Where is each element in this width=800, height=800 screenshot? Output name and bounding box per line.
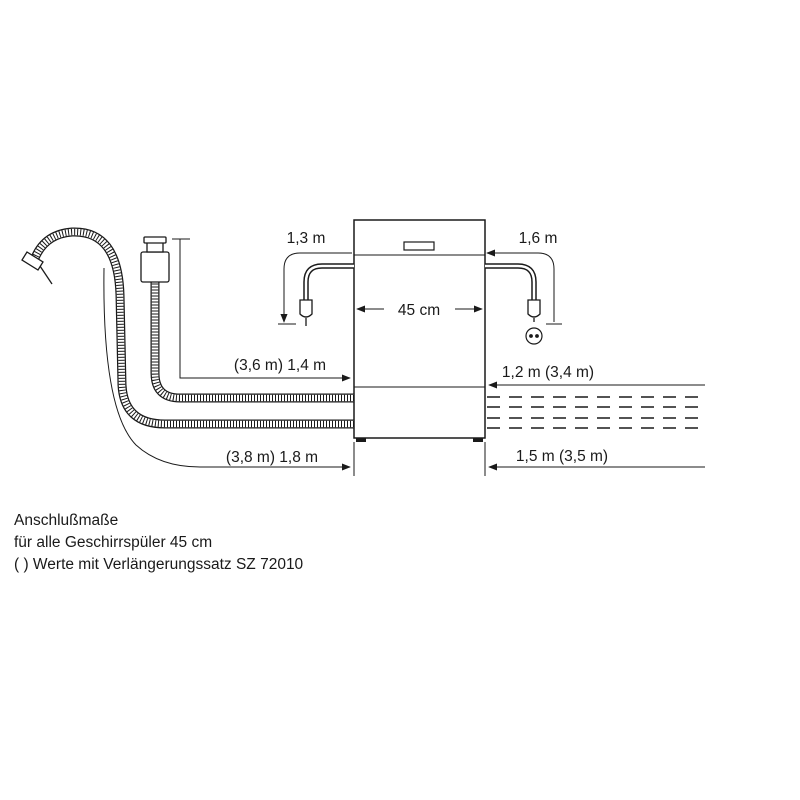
hose-dimension-upper-left xyxy=(172,238,351,382)
drain-hose-upper xyxy=(150,280,354,403)
caption-title: Anschlußmaße xyxy=(14,512,119,529)
width-label: 45 cm xyxy=(398,302,440,319)
hose-lower-right-label: 1,5 m (3,5 m) xyxy=(516,448,608,465)
caption-subtitle: für alle Geschirrspüler 45 cm xyxy=(14,534,213,551)
socket-icon xyxy=(525,327,543,345)
drain-hose-lower xyxy=(30,227,354,429)
cable-left-label: 1,3 m xyxy=(287,230,326,247)
plug-icon-left xyxy=(299,299,313,326)
caption-note: ( ) Werte mit Verlängerungssatz SZ 72010 xyxy=(14,556,304,573)
cable-dimension-left xyxy=(278,252,352,325)
hose-end-fitting-icon xyxy=(21,251,53,285)
dishwasher-body xyxy=(353,219,486,442)
hose-upper-left-label: (3,6 m) 1,4 m xyxy=(234,357,326,374)
hose-upper-right-label: 1,2 m (3,4 m) xyxy=(502,364,594,381)
power-cable-right xyxy=(485,263,537,300)
power-cable-left xyxy=(303,263,354,300)
caption: Anschlußmaße für alle Geschirrspüler 45 … xyxy=(14,510,303,576)
hose-dimension-lower-left xyxy=(103,267,355,476)
plug-icon-right xyxy=(527,299,541,322)
hose-lower-left-label: (3,8 m) 1,8 m xyxy=(226,449,318,466)
cable-right-label: 1,6 m xyxy=(519,230,558,247)
aquastop-valve-icon xyxy=(140,236,170,283)
hose-dimension-lower-right xyxy=(484,442,705,476)
cable-dimension-right xyxy=(486,249,562,325)
supply-hoses-right xyxy=(487,396,705,429)
